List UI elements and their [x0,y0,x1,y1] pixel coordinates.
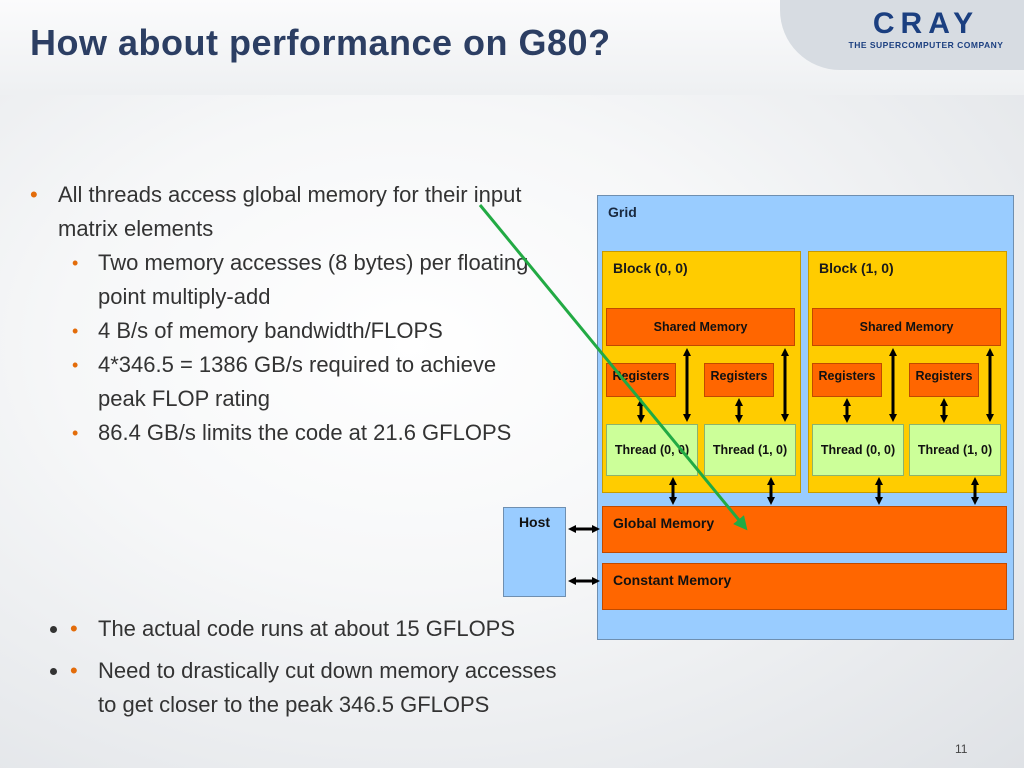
registers-b1-t1: Registers [909,363,979,397]
bullet-reduce-accesses: Need to drastically cut down memory acce… [70,654,570,722]
bullet-text: Need to drastically cut down memory acce… [98,658,557,717]
shared-memory-block0: Shared Memory [606,308,795,346]
subbullet-two-accesses: Two memory accesses (8 bytes) per floati… [58,246,530,314]
block-label: Block (0, 0) [613,260,688,276]
slide-title: How about performance on G80? [30,22,611,63]
registers-b0-t0: Registers [606,363,676,397]
annotation-arrow [478,204,748,531]
thread-b1-t1: Thread (1, 0) [909,424,1001,476]
subbullet-text: 4*346.5 = 1386 GB/s required to achieve … [98,352,497,411]
logo-word: CRAY [872,7,980,40]
slide-header [0,0,1024,95]
subbullet-text: 4 B/s of memory bandwidth/FLOPS [98,318,443,343]
subbullet-required-bandwidth: 4*346.5 = 1386 GB/s required to achieve … [58,348,530,416]
thread-b1-t0: Thread (0, 0) [812,424,904,476]
grid-label: Grid [608,204,637,220]
bullet-global-access: All threads access global memory for the… [30,178,530,246]
thread-b0-t1: Thread (1, 0) [704,424,796,476]
bullet-list: All threads access global memory for the… [30,178,530,450]
shared-memory-block1: Shared Memory [812,308,1001,346]
bullet-list-bottom: The actual code runs at about 15 GFLOPS … [30,596,570,738]
subbullet-text: 86.4 GB/s limits the code at 21.6 GFLOPS [98,420,512,445]
subbullet-bandwidth-ratio: 4 B/s of memory bandwidth/FLOPS [58,314,530,348]
block-label: Block (1, 0) [819,260,894,276]
logo-tagline: THE SUPERCOMPUTER COMPANY [848,40,1004,50]
constant-memory-box: Constant Memory [602,563,1007,610]
host-box: Host [503,507,566,597]
global-memory-box: Global Memory [602,506,1007,553]
subbullet-text: Two memory accesses (8 bytes) per floati… [98,250,529,309]
subbullet-limit: 86.4 GB/s limits the code at 21.6 GFLOPS [58,416,530,450]
bullet-text: All threads access global memory for the… [58,182,522,241]
page-number: 11 [955,742,968,756]
registers-b0-t1: Registers [704,363,774,397]
header-swoosh [780,0,1024,70]
cray-logo: CRAY THE SUPERCOMPUTER COMPANY [836,7,1016,51]
bullet-text: The actual code runs at about 15 GFLOPS [98,616,516,641]
bullet-actual-speed: The actual code runs at about 15 GFLOPS [70,612,570,646]
registers-b1-t0: Registers [812,363,882,397]
